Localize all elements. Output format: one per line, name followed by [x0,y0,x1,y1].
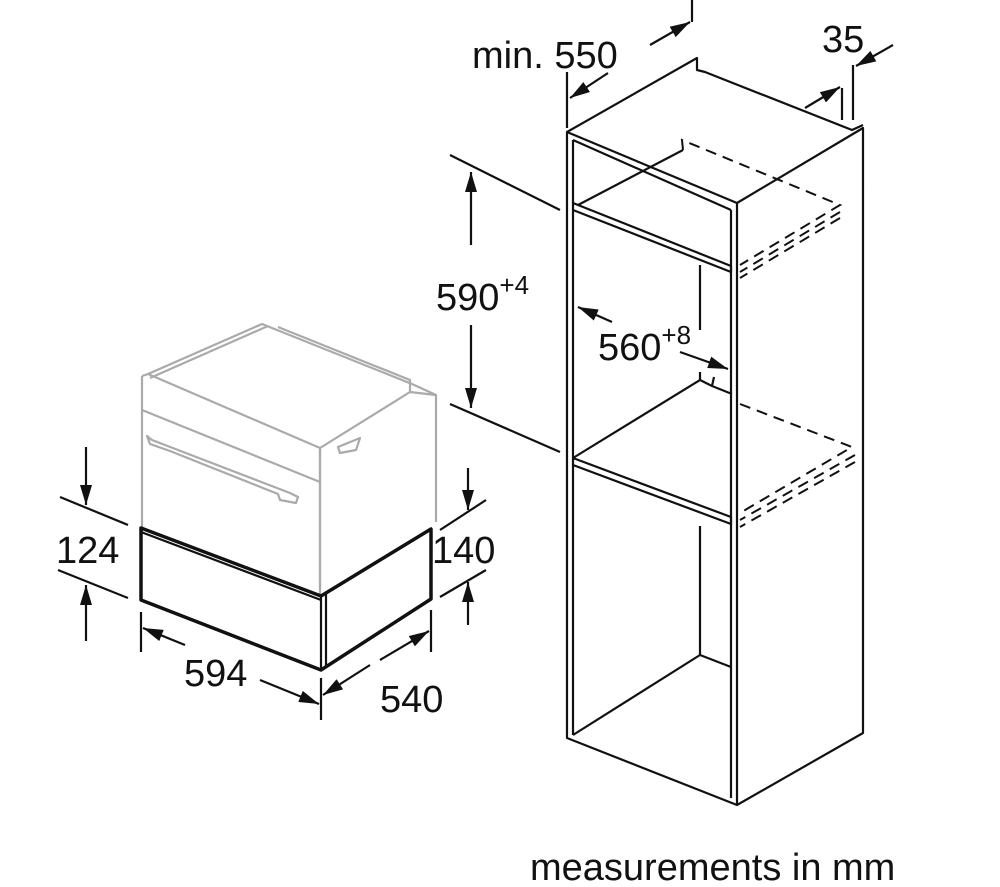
niche-width-label: 560+8 [598,320,691,369]
drawer-width-label: 594 [184,653,247,695]
side-panel-label: 35 [822,19,864,61]
dimension-lines [57,0,894,720]
oven-outline [140,322,438,596]
drawer-front-height-label: 124 [56,530,119,572]
drawer-depth-label: 540 [380,679,443,721]
drawer-height-label: 140 [432,530,495,572]
niche-height-label: 590+4 [436,270,529,319]
tall-cabinet [565,56,865,807]
cabinet-depth-label: min. 550 [472,35,618,77]
units-footer: measurements in mm [530,847,895,887]
warming-drawer [139,526,433,672]
